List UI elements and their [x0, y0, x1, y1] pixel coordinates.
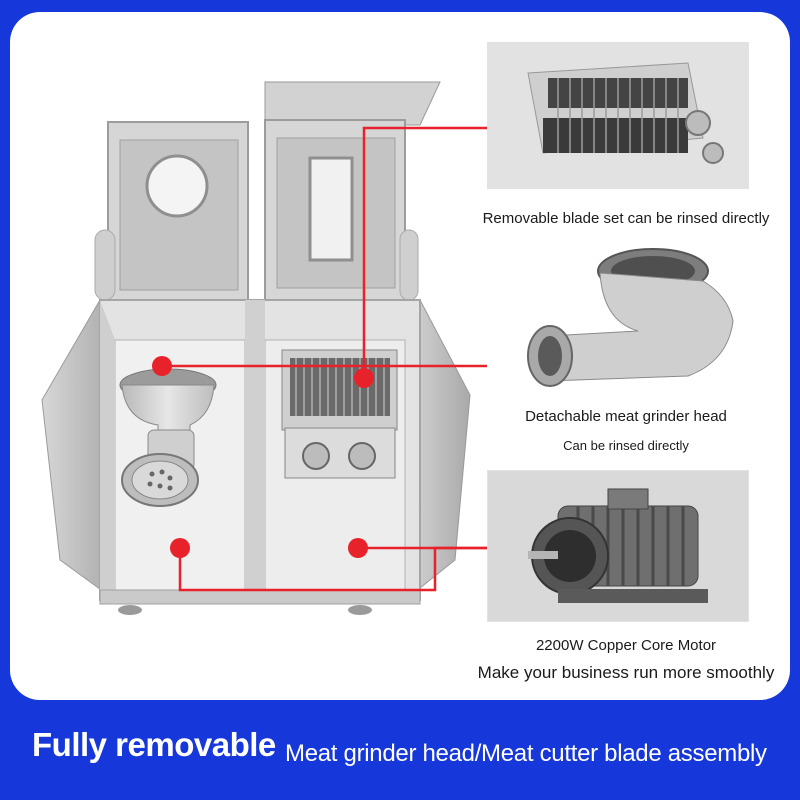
right-lid [264, 81, 441, 301]
callout-lines [162, 126, 487, 592]
grinder-head-caption: Detachable meat grinder head [525, 408, 727, 425]
motor-icon [488, 471, 748, 621]
blade-set-photo [487, 42, 749, 189]
grinder-head-subcaption: Can be rinsed directly [563, 438, 689, 453]
banner-left-text: Fully removable [32, 726, 276, 763]
motor-photo [487, 470, 749, 622]
left-lid [107, 121, 249, 303]
banner-right-text: Meat grinder head/Meat cutter blade asse… [285, 740, 767, 767]
grinder-head-photo [487, 240, 749, 392]
blade-cartridge-part [281, 349, 398, 479]
blade-set-caption: Removable blade set can be rinsed direct… [482, 210, 770, 227]
motor-subcaption: Make your business run more smoothly [477, 663, 775, 682]
blade-set-icon [488, 43, 748, 188]
motor-caption: 2200W Copper Core Motor [535, 637, 717, 654]
grinder-head-part [119, 368, 217, 507]
machine-body [41, 299, 471, 615]
grinder-head-icon [488, 241, 748, 391]
callout-dots [152, 356, 374, 558]
bottom-banner [0, 712, 800, 800]
